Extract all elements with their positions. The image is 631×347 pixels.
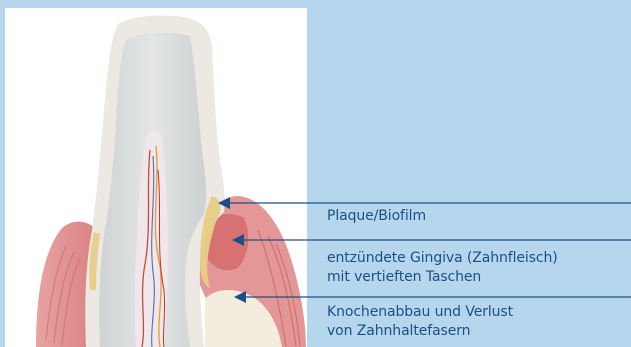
label-bone-line2: von Zahnhaltefasern <box>327 322 513 341</box>
label-gingiva-line2: mit vertieften Taschen <box>327 268 558 287</box>
label-bone: Knochenabbau und Verlust von Zahnhaltefa… <box>327 303 513 341</box>
label-gingiva: entzündete Gingiva (Zahnfleisch) mit ver… <box>327 249 558 287</box>
label-gingiva-line1: entzündete Gingiva (Zahnfleisch) <box>327 249 558 268</box>
label-plaque-text: Plaque/Biofilm <box>327 207 426 226</box>
label-bone-line1: Knochenabbau und Verlust <box>327 303 513 322</box>
label-plaque: Plaque/Biofilm <box>327 207 426 226</box>
